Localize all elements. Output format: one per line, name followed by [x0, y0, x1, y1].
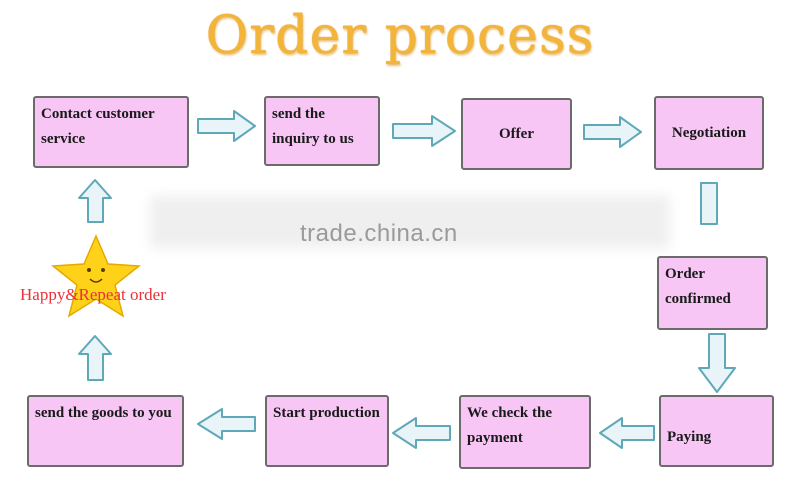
step-paying: Paying [659, 395, 774, 467]
step-contact-customer-service: Contact customer service [33, 96, 189, 168]
arrow-right-3 [583, 116, 642, 148]
arrow-down-1 [700, 182, 718, 225]
arrow-up-2 [78, 179, 112, 223]
arrow-left-2 [392, 417, 451, 449]
page-title: Order process [205, 6, 595, 66]
arrow-down-2 [698, 333, 736, 393]
step-send-inquiry: send the inquiry to us [264, 96, 380, 166]
step-start-production: Start production [265, 395, 389, 467]
arrow-right-1 [197, 110, 256, 142]
arrow-left-3 [197, 408, 256, 440]
step-send-goods: send the goods to you [27, 395, 184, 467]
watermark-blur [150, 196, 670, 248]
happy-repeat-order-label: Happy&Repeat order [20, 285, 166, 304]
watermark-text: trade.china.cn [300, 220, 458, 247]
arrow-left-1 [599, 417, 655, 449]
step-negotiation: Negotiation [654, 96, 764, 170]
arrow-up-1 [78, 335, 112, 381]
step-we-check-payment: We check the payment [459, 395, 591, 469]
step-offer: Offer [461, 98, 572, 170]
step-order-confirmed: Order confirmed [657, 256, 768, 330]
arrow-right-2 [392, 115, 456, 147]
